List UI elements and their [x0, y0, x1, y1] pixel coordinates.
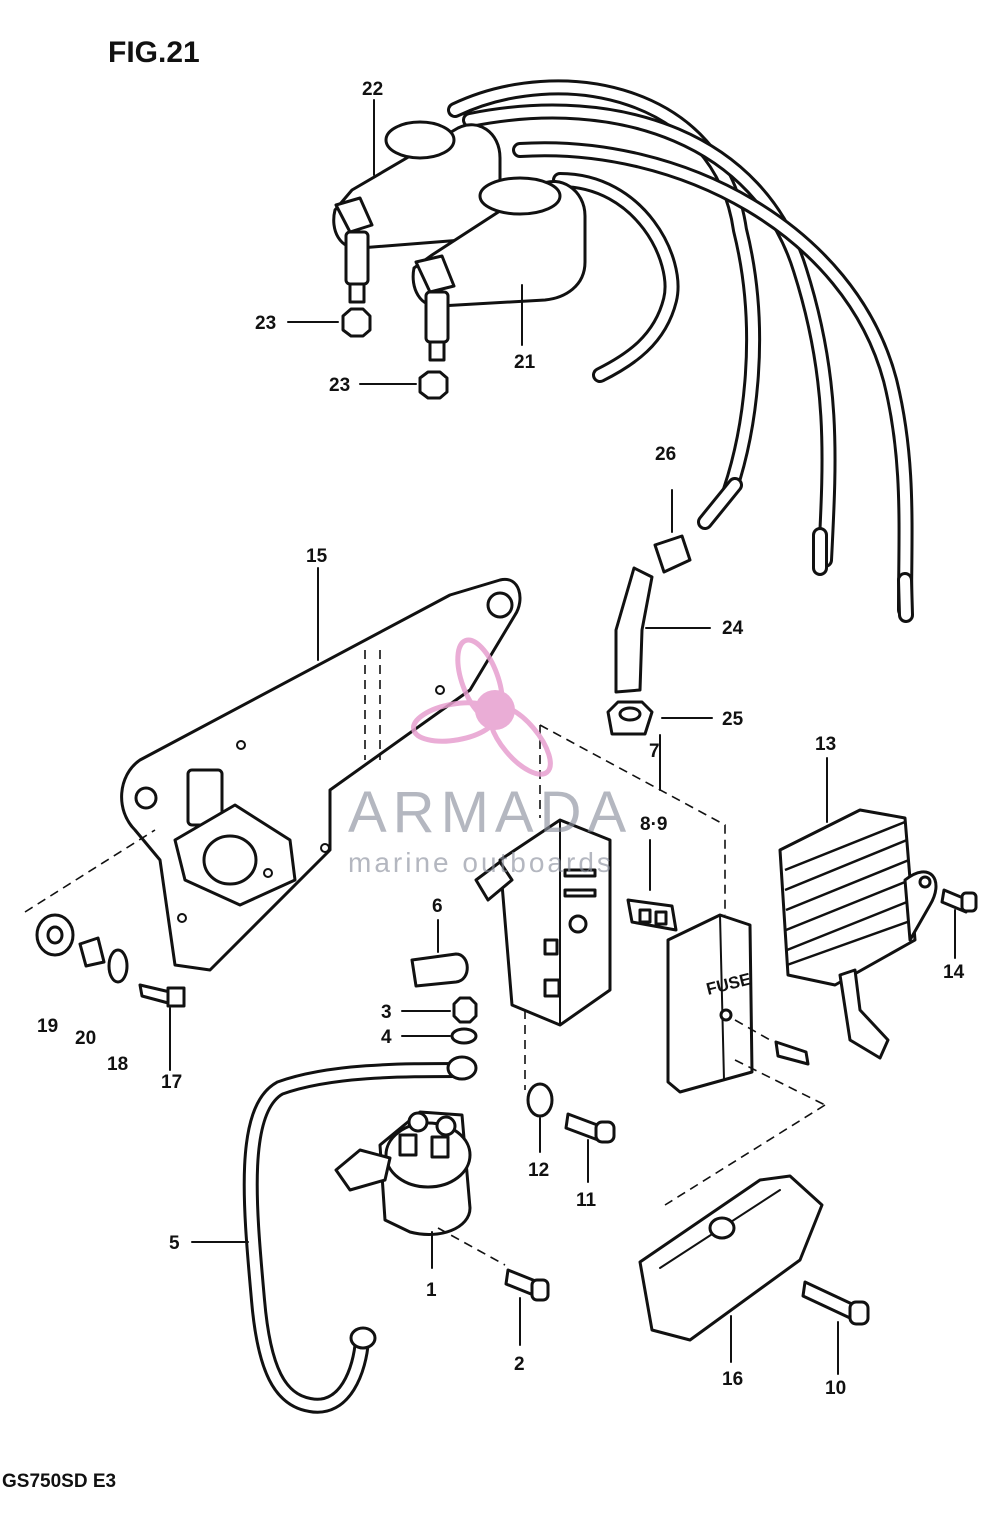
callout-24: 24	[722, 618, 744, 639]
callout-6: 6	[432, 896, 443, 917]
figure-title: FIG.21	[108, 36, 200, 69]
callout-18: 18	[107, 1054, 128, 1075]
callout-23-upper: 23	[255, 313, 276, 334]
terminal-nut	[401, 996, 478, 1024]
callout-7: 7	[649, 741, 660, 762]
watermark-logo: ARMADA marine outboards	[348, 637, 632, 878]
nut-23-upper	[287, 307, 372, 338]
callout-labels: 22 23 23 21 26 24 25 15 7 13 8·9 6 14 3 …	[37, 79, 965, 1399]
callout-25: 25	[722, 709, 744, 730]
callout-1: 1	[426, 1280, 437, 1301]
callout-17: 17	[161, 1072, 182, 1093]
callout-5: 5	[169, 1233, 180, 1254]
callout-21: 21	[514, 352, 536, 373]
callout-10: 10	[825, 1378, 846, 1399]
callout-14: 14	[943, 962, 965, 983]
fuse-blade	[626, 839, 678, 932]
callout-20: 20	[75, 1028, 96, 1049]
ignition-coil-rear	[332, 120, 502, 304]
plug-cap-assembly	[606, 489, 713, 736]
model-label: GS750SD E3	[2, 1471, 116, 1492]
watermark-brand: ARMADA	[348, 780, 632, 845]
callout-16: 16	[722, 1369, 743, 1390]
nut-23-lower	[359, 370, 449, 400]
terminal-lock-washer	[401, 1027, 478, 1045]
callout-22: 22	[362, 79, 383, 100]
propeller-hub-icon	[475, 690, 515, 730]
electrical-bracket	[120, 569, 522, 972]
callout-3: 3	[381, 1002, 392, 1023]
callout-8-9: 8·9	[640, 814, 667, 835]
callout-15: 15	[306, 546, 328, 567]
callout-2: 2	[514, 1354, 525, 1375]
relay-cover	[638, 1174, 824, 1363]
starter-relay	[334, 1110, 550, 1346]
callout-11: 11	[576, 1190, 597, 1211]
ignition-coil-front	[411, 176, 587, 362]
callout-26: 26	[655, 444, 676, 465]
mount-rubber-set	[24, 829, 186, 1071]
callout-13: 13	[815, 734, 836, 755]
washer-12	[526, 1082, 554, 1153]
terminal-cap	[410, 919, 469, 988]
screw-11	[564, 1112, 616, 1183]
starter-cable	[191, 1055, 478, 1414]
callout-12: 12	[528, 1160, 549, 1181]
ignition-wires	[447, 79, 914, 623]
screw-10	[801, 1280, 870, 1375]
callout-4: 4	[381, 1027, 392, 1048]
callout-23-lower: 23	[329, 375, 350, 396]
callout-19: 19	[37, 1016, 58, 1037]
watermark-tagline: marine outboards	[348, 847, 614, 878]
fuse-cover: FUSE	[664, 913, 826, 1206]
regulator-rectifier	[778, 757, 978, 1060]
